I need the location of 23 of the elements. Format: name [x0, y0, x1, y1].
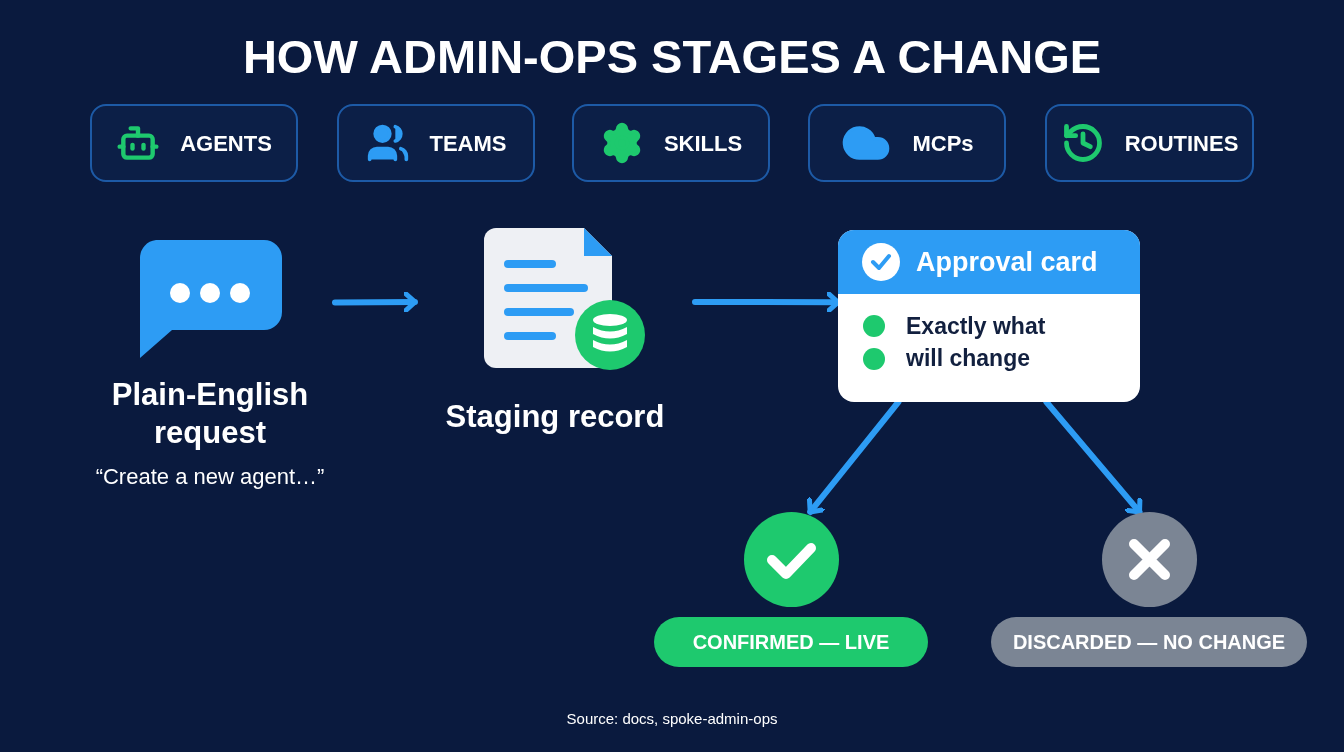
- source-note: Source: docs, spoke-admin-ops: [566, 709, 778, 729]
- example-quote: “Create a new agent…”: [95, 463, 325, 491]
- status-pill: DISCARDED — NO CHANGE: [991, 617, 1307, 667]
- step-title: Plain-English request: [110, 376, 310, 452]
- category-card: [808, 104, 1006, 182]
- category-label: TEAMS: [429, 129, 507, 158]
- arrow: [1043, 399, 1143, 515]
- category-card: [1045, 104, 1254, 182]
- category-card: [90, 104, 298, 182]
- approval-card: [838, 230, 1140, 402]
- category-label: MCPs: [912, 129, 974, 158]
- category-card: [337, 104, 535, 182]
- arrow: [332, 290, 418, 314]
- category-card: [572, 104, 770, 182]
- card-body-text: Exactly what will change: [906, 312, 1047, 373]
- title: HOW ADMIN-OPS STAGES A CHANGE: [242, 29, 1102, 85]
- category-label: AGENTS: [180, 129, 272, 158]
- category-label: ROUTINES: [1124, 129, 1239, 158]
- status-pill: CONFIRMED — LIVE: [654, 617, 928, 667]
- arrow: [806, 399, 902, 515]
- card-title: Approval card: [916, 245, 1098, 279]
- step-title: Staging record: [445, 398, 665, 436]
- category-label: SKILLS: [663, 129, 743, 158]
